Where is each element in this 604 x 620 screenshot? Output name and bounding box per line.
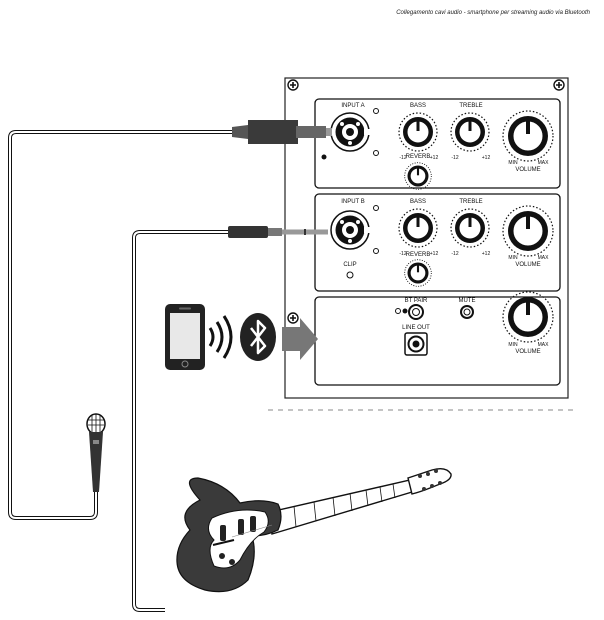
bt-led-icon [402,308,408,314]
line-out-label: LINE OUT [402,325,430,331]
channel-2-section: INPUT B CLIP BASS -12 +12 TREBLE -12 +12… [314,193,561,292]
input-b-jack[interactable] [330,210,371,250]
ch2-volume-max: MAX [538,255,550,261]
channel-1-section: INPUT A BASS -12 +12 TREBLE -12 +12 REVE… [314,98,561,190]
guitar-icon [176,467,452,593]
ch1-bass-min: -12 [399,155,406,161]
screw-icon [287,312,299,324]
smartphone-icon [165,304,205,370]
bluetooth-icon [240,313,276,361]
ch2-volume-label: VOLUME [515,262,540,268]
input-a-jack[interactable] [330,112,371,152]
master-volume-min: MIN [508,342,518,348]
ch1-treble-label: TREBLE [459,103,482,109]
screw-icon [287,79,299,91]
screw-icon [553,79,565,91]
ch1-bass-max: +12 [430,155,439,161]
mute-label: MUTE [459,298,476,304]
ch2-bass-label: BASS [410,199,426,205]
clip-led-icon [346,271,354,279]
line-out-jack[interactable] [404,332,428,356]
jack-cable [132,226,328,612]
ch1-treble-max: +12 [482,155,491,161]
microphone-icon [86,413,106,492]
ch2-volume-min: MIN [508,255,518,261]
ch2-reverb-label: REVERB [406,252,431,258]
master-volume-max: MAX [538,342,550,348]
bt-led-icon [395,308,401,314]
arrow-right-icon [282,318,318,360]
ch1-volume-max: MAX [538,160,550,166]
wireless-waves-icon [208,315,233,359]
ch1-bass-label: BASS [410,103,426,109]
ch2-bass-max: +12 [430,251,439,257]
ch2-treble-label: TREBLE [459,199,482,205]
ch2-treble-min: -12 [451,251,458,257]
ch1-volume-min: MIN [508,160,518,166]
clip-label: CLIP [343,262,356,268]
ch1-volume-label: VOLUME [515,167,540,173]
master-volume-label: VOLUME [515,349,540,355]
ch1-treble-min: -12 [451,155,458,161]
ch1-reverb-label: REVERB [406,154,431,160]
ch2-treble-max: +12 [482,251,491,257]
input-b-label: INPUT B [341,199,365,205]
ch2-bass-min: -12 [399,251,406,257]
input-a-label: INPUT A [341,103,364,109]
xlr-cable [8,120,332,520]
master-section: BT PAIR MUTE LINE OUT MIN MAX VOLUME [287,291,561,386]
bt-pair-label: BT PAIR [405,298,428,304]
diagram-caption: Collegamento cavi audio - smartphone per… [396,10,590,16]
